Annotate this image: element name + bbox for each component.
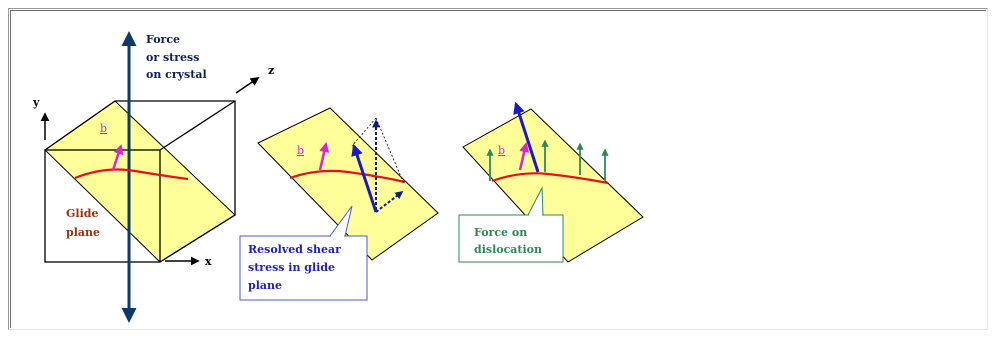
glide-plane-2 [257, 107, 439, 261]
dislocation-line-1 [74, 168, 189, 181]
resolved-stress-panel [239, 107, 439, 301]
resolved-stress-arrow [351, 143, 378, 213]
y-axis-label: y [32, 96, 40, 109]
applied-stress-arrow-3 [513, 101, 540, 173]
outer-frame [8, 8, 988, 330]
force-label-line1: Force [146, 33, 180, 46]
resolved-label-line2: stress in glide [248, 261, 335, 274]
force-label-line2: or stress [146, 51, 199, 64]
z-axis-label: z [268, 64, 274, 77]
force-on-dislocation-panel [458, 101, 644, 263]
burgers-vector-arrow-1 [111, 144, 124, 171]
burgers-vector-arrow-2 [318, 142, 330, 171]
dislocation-line-3 [491, 172, 609, 185]
burgers-label-2: b [297, 144, 304, 157]
burgers-label-3: b [498, 144, 505, 157]
resolved-label-line1: Resolved shear [248, 243, 341, 256]
x-axis-label: x [205, 255, 212, 268]
dislocation-line-2 [289, 169, 406, 184]
cube-front-face [44, 149, 161, 263]
force-dislocation-label-line2: dislocation [474, 243, 542, 256]
inner-frame [10, 10, 986, 328]
force-label-line3: on crystal [146, 68, 207, 81]
stress-normal-dotted [375, 191, 404, 213]
resolved-shear-callout [239, 235, 368, 301]
glide-label-line1: Glide [66, 207, 98, 220]
z-axis-arrow [235, 76, 260, 94]
force-on-dislocation-callout [458, 214, 564, 263]
resolved-label-line3: plane [248, 279, 282, 292]
burgers-vector-arrow-3 [518, 142, 530, 171]
crystal-cube-panel [40, 31, 260, 323]
glide-label-line2: plane [66, 226, 100, 239]
cube-top-right-edge [159, 100, 236, 151]
force-dislocation-label-line1: Force on [474, 226, 527, 239]
burgers-label-1: b [100, 122, 107, 135]
